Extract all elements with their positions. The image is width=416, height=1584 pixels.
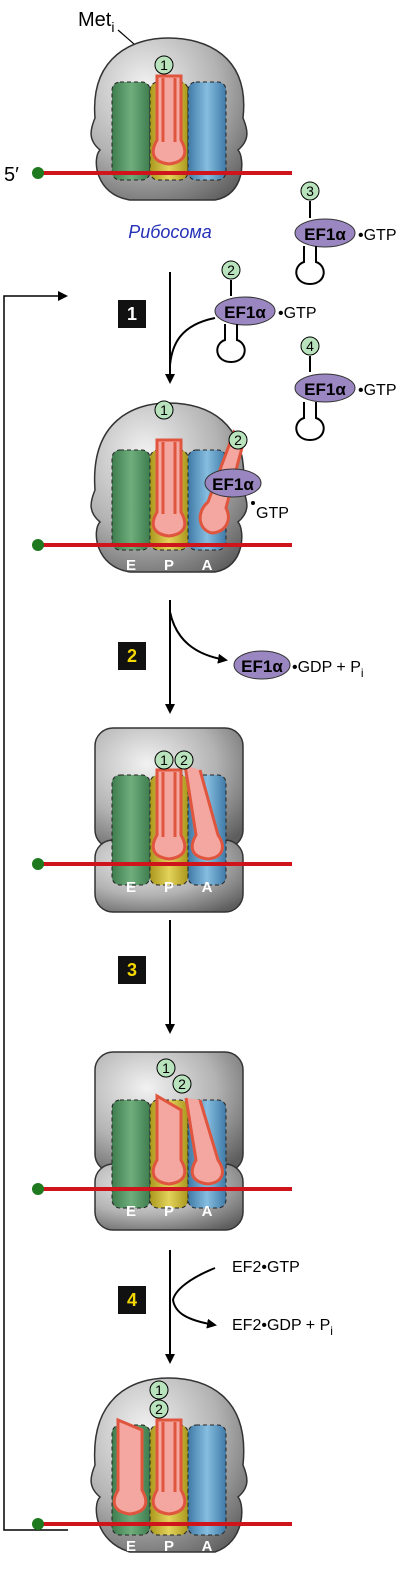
svg-text:2: 2 [155, 1401, 163, 1417]
svg-text:E: E [126, 1538, 136, 1555]
svg-text:P: P [164, 879, 174, 896]
svg-text:2: 2 [227, 262, 235, 278]
a-site [187, 81, 227, 181]
met-label: Meti [78, 9, 114, 35]
svg-text:•GTP: •GTP [278, 305, 317, 322]
svg-text:2: 2 [234, 432, 242, 448]
ribosome-stage-2: 1 2 EF1α GTP E P A [32, 400, 292, 574]
ternary-complex-2: 2 EF1α •GTP [214, 260, 317, 364]
svg-text:•GTP: •GTP [358, 227, 397, 244]
ribosome-stage-1: Meti 1 5′ Рибосома [4, 9, 292, 242]
step-1-number: 1 [127, 304, 137, 324]
recycle-arrow [3, 291, 68, 1531]
ef2-gtp-label: EF2•GTP [232, 1259, 300, 1276]
svg-text:E: E [126, 1203, 136, 1220]
svg-text:3: 3 [306, 183, 314, 199]
step-1: 1 [118, 272, 216, 384]
svg-text:A: A [202, 557, 213, 574]
step-3: 3 [118, 920, 175, 1034]
ternary-complex-3: 3 EF1α •GTP [294, 181, 397, 286]
ef2-gdp-label: EF2•GDP + Pi [232, 1317, 333, 1338]
svg-text:A: A [202, 1538, 213, 1555]
svg-text:E: E [126, 879, 136, 896]
svg-text:A: A [202, 1203, 213, 1220]
svg-text:•GDP + Pi: •GDP + Pi [292, 659, 364, 680]
ribosome-stage-4: 1 2 E P A [32, 1051, 292, 1231]
svg-text:•GTP: •GTP [358, 382, 397, 399]
svg-text:EF1α: EF1α [241, 657, 283, 676]
five-prime-label: 5′ [4, 164, 19, 186]
svg-text:E: E [126, 557, 136, 574]
svg-text:2: 2 [180, 752, 188, 768]
step-2: 2 EF1α •GDP + Pi [118, 600, 364, 714]
svg-text:EF1α: EF1α [304, 225, 346, 244]
svg-text:1: 1 [160, 752, 168, 768]
svg-text:A: A [202, 879, 213, 896]
ribosome-stage-5: 1 2 E P A [32, 1377, 292, 1555]
ribosome-stage-3: 1 2 E P A [32, 727, 292, 913]
e-site [111, 81, 151, 181]
svg-text:P: P [164, 1538, 174, 1555]
ternary-complex-4: 4 EF1α •GTP [294, 336, 397, 442]
trna-number-1: 1 [160, 57, 168, 73]
svg-text:P: P [164, 557, 174, 574]
svg-text:P: P [164, 1203, 174, 1220]
mrna-5-end [32, 167, 44, 179]
svg-text:EF1α: EF1α [224, 303, 266, 322]
step-2-number: 2 [127, 646, 137, 666]
step-3-number: 3 [127, 960, 137, 980]
svg-text:1: 1 [160, 402, 168, 418]
svg-text:EF1α: EF1α [212, 475, 254, 494]
ribosome-label: Рибосома [128, 222, 212, 242]
trna-1 [151, 74, 187, 166]
svg-text:1: 1 [162, 1060, 170, 1076]
svg-text:GTP: GTP [256, 505, 289, 522]
svg-text:1: 1 [155, 1382, 163, 1398]
step-4-number: 4 [127, 1290, 137, 1310]
svg-text:2: 2 [178, 1076, 186, 1092]
step-4: 4 EF2•GTP EF2•GDP + Pi [118, 1250, 333, 1364]
svg-text:EF1α: EF1α [304, 380, 346, 399]
svg-text:4: 4 [306, 338, 314, 354]
